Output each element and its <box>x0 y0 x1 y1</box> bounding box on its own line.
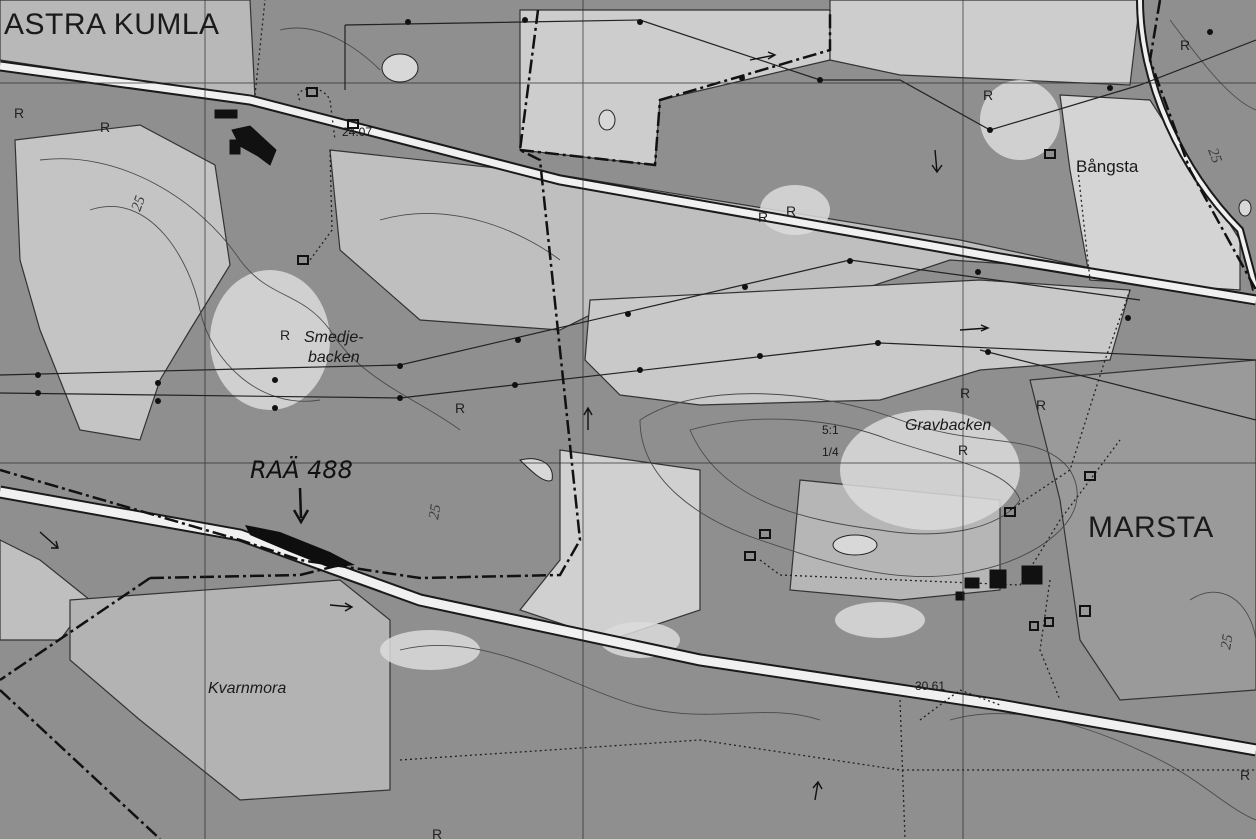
label-bangsta: Bångsta <box>1076 157 1139 176</box>
clearings <box>210 80 1060 670</box>
label-elevation-1: 24.07 <box>342 125 372 139</box>
svg-text:R: R <box>1036 397 1046 413</box>
contour-lines <box>39 19 1256 821</box>
flow-arrows <box>39 51 990 801</box>
svg-text:25: 25 <box>129 193 149 213</box>
svg-text:25: 25 <box>1218 633 1236 651</box>
tracks <box>254 0 1256 839</box>
label-raa-488: RAÄ 488 <box>250 455 353 484</box>
contour-labels: 25 25 25 25 <box>129 146 1237 651</box>
svg-text:R: R <box>280 327 290 343</box>
label-smedjebacken-1: Smedje- <box>304 329 364 346</box>
svg-text:R: R <box>786 203 796 219</box>
label-smedjebacken-2: backen <box>308 349 360 366</box>
label-gravbacken: Gravbacken <box>905 417 991 434</box>
raa-site-marker <box>245 525 355 568</box>
svg-text:25: 25 <box>1204 146 1224 166</box>
label-kvarnmora: Kvarnmora <box>208 680 286 697</box>
svg-text:R: R <box>100 119 110 135</box>
svg-text:R: R <box>14 105 24 121</box>
svg-text:R: R <box>1180 37 1190 53</box>
monument-marks: R R R R R R R R R R R R R <box>14 37 1250 839</box>
raa-arrow <box>292 487 310 525</box>
label-astra-kumla: ASTRA KUMLA <box>4 8 220 41</box>
power-poles <box>35 17 1213 411</box>
svg-text:R: R <box>1240 767 1250 783</box>
svg-text:R: R <box>455 400 465 416</box>
small-features <box>381 53 1252 556</box>
svg-text:25: 25 <box>426 503 444 521</box>
svg-text:R: R <box>432 826 442 839</box>
svg-text:R: R <box>960 385 970 401</box>
road-east <box>1136 0 1256 292</box>
label-ratio-2: 1/4 <box>822 445 839 459</box>
svg-text:R: R <box>758 209 768 225</box>
field-areas <box>0 0 1256 801</box>
label-marsta: MARSTA <box>1088 511 1214 544</box>
label-elevation-2: 30.61 <box>915 679 945 693</box>
buildings <box>214 87 1096 631</box>
svg-text:R: R <box>983 87 993 103</box>
road-main-north <box>0 60 1256 306</box>
svg-text:R: R <box>958 442 968 458</box>
label-ratio-1: 5:1 <box>822 423 839 437</box>
